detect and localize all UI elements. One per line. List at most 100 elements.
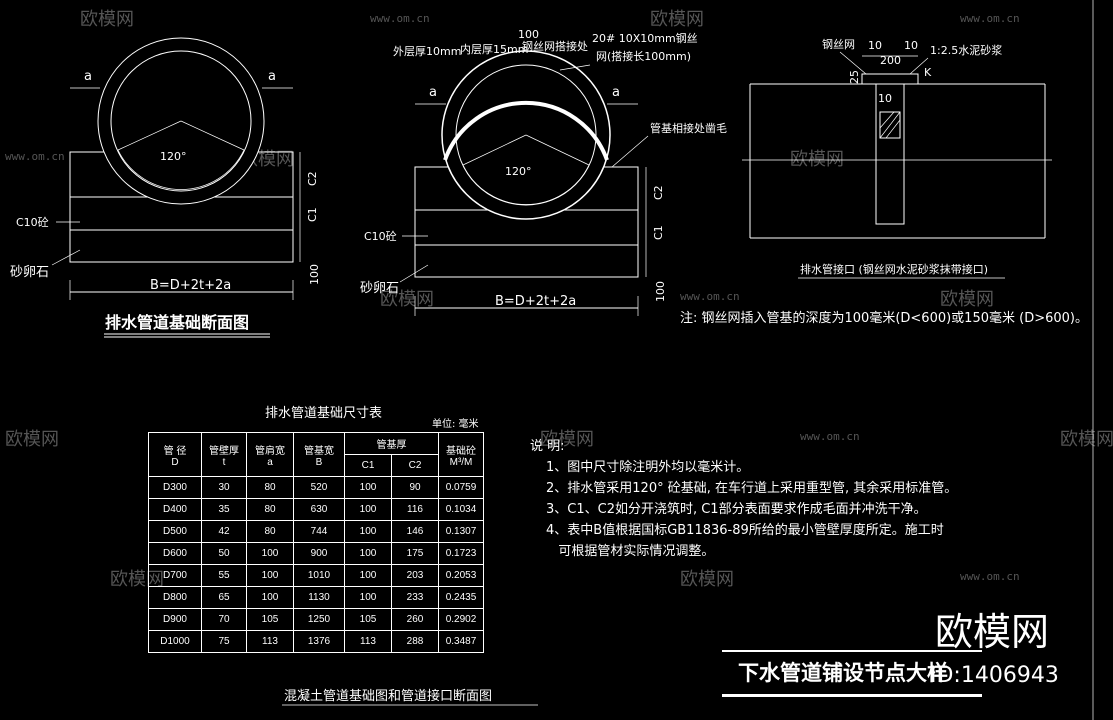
table-cell: 260	[391, 608, 439, 631]
watermark-url: www.om.cn	[5, 150, 65, 163]
table-cell: D600	[148, 542, 202, 565]
fig3-k: K	[924, 66, 932, 79]
table-cell: 113	[246, 630, 294, 653]
bottom-caption: 混凝土管道基础图和管道接口断面图	[284, 688, 492, 704]
watermark-brand: 欧模网	[940, 289, 994, 310]
fig1-c2: C2	[306, 171, 319, 186]
table-cell: 175	[391, 542, 439, 565]
table-cell: 203	[391, 564, 439, 587]
table-cell: 0.2902	[438, 608, 484, 631]
fig2-rebar2: 网(搭接长100mm)	[596, 50, 691, 63]
table-cell: 100	[246, 586, 294, 609]
title-block-brand: 欧模网	[935, 610, 1049, 654]
fig2-dim100: 100	[518, 28, 539, 41]
notes-item: 4、表中B值根据国标GB11836-89所给的最小管壁厚度所定。施工时	[546, 523, 944, 538]
table-cell: 1010	[293, 564, 345, 587]
table-cell: 0.1307	[438, 520, 484, 543]
notes-heading: 说 明:	[530, 439, 565, 454]
table-cell: 105	[344, 608, 392, 631]
table-cell: D800	[148, 586, 202, 609]
fig1-dim100: 100	[308, 264, 321, 285]
table-cell: 233	[391, 586, 439, 609]
fig3-d200: 200	[880, 54, 901, 67]
table-cell: 116	[391, 498, 439, 521]
table-cell: 744	[293, 520, 345, 543]
fig3-caption: 排水管接口 (钢丝网水泥砂浆抹带接口)	[800, 262, 988, 276]
fig1-width-formula: B=D+2t+2a	[150, 278, 231, 293]
table-cell: 0.0759	[438, 476, 484, 499]
fig1-c10: C10砼	[16, 216, 49, 229]
table-cell: D1000	[148, 630, 202, 653]
fig2-mortar-band	[443, 100, 609, 161]
watermark-brand: 欧模网	[380, 289, 434, 310]
notes-item: 1、图中尺寸除注明外均以毫米计。	[546, 460, 750, 475]
fig1-angle: 120°	[160, 150, 187, 163]
fig2-c10: C10砼	[364, 230, 397, 243]
fig2-gravel: 砂卵石	[360, 281, 399, 296]
watermark-brand: 欧模网	[1060, 429, 1113, 450]
table-cell: 0.1723	[438, 542, 484, 565]
watermark-url: www.om.cn	[960, 570, 1020, 583]
fig2-inner: 内层厚15mm	[460, 42, 528, 56]
fig2-label-a-right: a	[612, 85, 620, 100]
table-title: 排水管道基础尺寸表	[265, 406, 383, 421]
watermark-brand: 欧模网	[80, 9, 134, 30]
fig2-section: 120° a a 外层厚10mm 内层厚15mm 钢丝网搭接处 100 20# …	[360, 28, 727, 316]
fig3-mortar: 1:2.5水泥砂浆	[930, 43, 1002, 57]
fig3-d25: 25	[848, 70, 861, 84]
notes-item: 3、C1、C2如分开浇筑时, C1部分表面要求作成毛面并冲洗干净。	[546, 502, 927, 517]
table-cell: 0.2435	[438, 586, 484, 609]
table-cell: D700	[148, 564, 202, 587]
watermark-brand: 欧模网	[540, 429, 594, 450]
table-cell: 65	[201, 586, 247, 609]
fig3-note: 注: 钢丝网插入管基的深度为100毫米(D<600)或150毫米 (D>600)…	[680, 310, 1088, 326]
table-cell: 1250	[293, 608, 345, 631]
fig1-c1: C1	[306, 207, 319, 222]
table-cell: 35	[201, 498, 247, 521]
fig3-d10b: 10	[904, 39, 918, 52]
table-cell: 42	[201, 520, 247, 543]
table-cell: 1376	[293, 630, 345, 653]
watermark-brand: 欧模网	[790, 149, 844, 170]
fig2-angle: 120°	[505, 165, 532, 178]
table-cell: 100	[344, 586, 392, 609]
table-cell: 100	[344, 542, 392, 565]
table-cell: 113	[344, 630, 392, 653]
table-cell: 630	[293, 498, 345, 521]
table-cell: 90	[391, 476, 439, 499]
fig1-title: 排水管道基础断面图	[105, 313, 249, 332]
table-cell: 50	[201, 542, 247, 565]
table-cell: 900	[293, 542, 345, 565]
fig2-dim100-side: 100	[654, 281, 667, 302]
fig2-c1: C1	[652, 225, 665, 240]
table-unit: 单位: 毫米	[432, 419, 479, 430]
notes-block: 说 明: 1、图中尺寸除注明外均以毫米计。 2、排水管采用120° 砼基础, 在…	[530, 436, 957, 562]
title-block-code: ID:1406943	[930, 663, 1059, 688]
table-cell: 100	[344, 498, 392, 521]
table-cell: 80	[246, 520, 294, 543]
table-cell: 520	[293, 476, 345, 499]
watermark-url: www.om.cn	[800, 430, 860, 443]
table-cell: D900	[148, 608, 202, 631]
title-block-title: 下水管道铺设节点大样	[738, 661, 948, 685]
notes-item: 可根据管材实际情况调整。	[546, 544, 715, 559]
watermark-url: www.om.cn	[960, 12, 1020, 25]
table-cell: 146	[391, 520, 439, 543]
table-cell: 55	[201, 564, 247, 587]
watermark-brand: 欧模网	[680, 569, 734, 590]
table-cell: 100	[344, 564, 392, 587]
fig2-rebar: 20# 10X10mm钢丝	[592, 32, 698, 45]
table-cell: 100	[344, 476, 392, 499]
table-cell: D500	[148, 520, 202, 543]
table-cell: D400	[148, 498, 202, 521]
notes-item: 2、排水管采用120° 砼基础, 在车行道上采用重型管, 其余采用标准管。	[546, 481, 958, 496]
watermark-url: www.om.cn	[370, 12, 430, 25]
